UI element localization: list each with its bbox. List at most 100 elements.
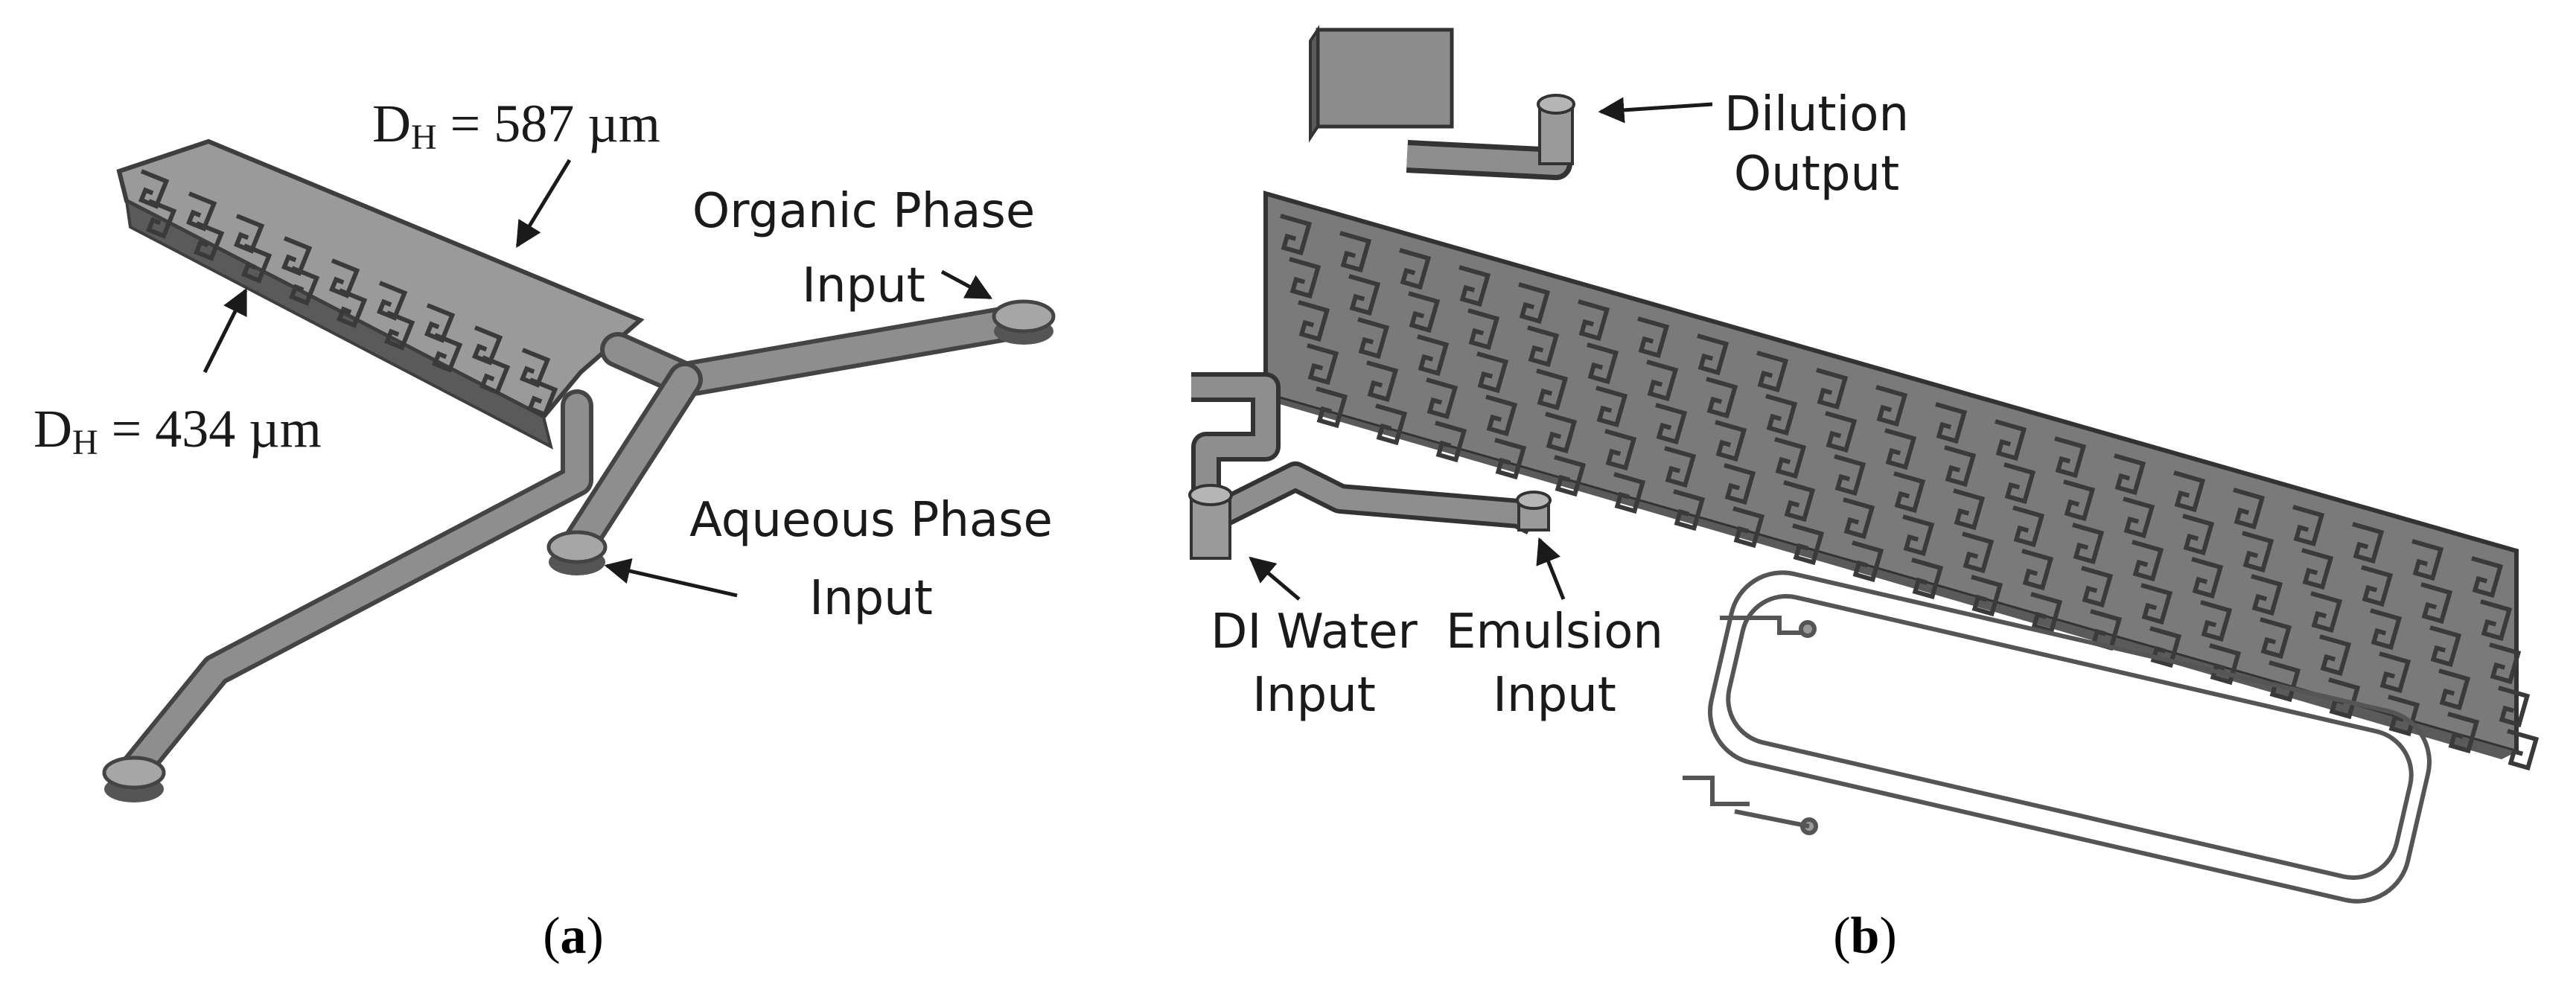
- organic-arrow: [940, 269, 993, 300]
- aqueous-label-line2: Input: [809, 571, 933, 626]
- dh-587-label: DH = 587 µm: [372, 94, 660, 157]
- mixer-b-cell: [1366, 360, 1399, 403]
- mixer-b-cell: [1527, 325, 1560, 368]
- organic-port: [992, 299, 1056, 345]
- mixer-b-cell: [1834, 454, 1866, 497]
- dh-434-arrow: [203, 287, 248, 374]
- mixer-b-cell: [2292, 505, 2325, 547]
- diwater-port: [1188, 484, 1233, 560]
- mixer-b-cell: [2209, 643, 2242, 686]
- mixer-b-cell: [2420, 582, 2453, 625]
- mixer-b-cell: [1843, 497, 1875, 540]
- mixer-b-cell: [2438, 668, 2471, 711]
- mixer-b-cell: [2063, 479, 2096, 522]
- outlet-port: [102, 756, 166, 802]
- mixer-b-cell: [1578, 299, 1610, 342]
- mixer-a-cell: [193, 221, 225, 261]
- mixer-b-cell: [2471, 556, 2504, 598]
- mixer-a-cell: [479, 355, 511, 395]
- mixer-b-cell: [1732, 506, 1765, 549]
- mixer-b-cell: [2140, 583, 2173, 625]
- mixer-b-cell: [1280, 214, 1313, 256]
- mixer-b-cell: [1545, 412, 1578, 454]
- mixer-b-cell: [1792, 523, 1825, 566]
- mixer-b-cell: [1587, 342, 1619, 385]
- mixer-b-cell: [1774, 437, 1807, 479]
- mixer-b-cell: [2242, 531, 2274, 573]
- mixer-b-cell: [2379, 651, 2411, 694]
- mixer-b-cell: [2054, 436, 2087, 479]
- mixer-b-cell: [1426, 377, 1458, 420]
- dilution-arrow: [1598, 97, 1713, 124]
- mixer-b-cell: [1962, 531, 1995, 574]
- mixer-b-cell: [2173, 470, 2206, 513]
- mixer-b-cell: [2411, 539, 2444, 581]
- mixer-b-cell: [1458, 265, 1491, 307]
- mixer-b-cell: [1339, 231, 1372, 273]
- mixer-b-cell: [1494, 438, 1527, 480]
- mixer-a-cell: [145, 199, 177, 239]
- mixer-b-cell: [1852, 540, 1884, 583]
- mixer-b-cell: [1944, 445, 1977, 488]
- mixer-b-cell: [1604, 429, 1637, 471]
- mixer-b-cell: [1485, 395, 1518, 437]
- mixer-b-cell: [1715, 420, 1747, 462]
- panel-b-mixer-pattern: [1280, 214, 2540, 771]
- mixer-b-cell: [2191, 557, 2224, 599]
- panel-a: DH = 587 µm DH = 434 µm Organic Phase In…: [34, 94, 1056, 965]
- mixer-b-cell: [1435, 421, 1467, 463]
- mixer-b-cell: [2310, 591, 2343, 633]
- dh-434-label: DH = 434 µm: [34, 399, 322, 462]
- mixer-b-cell: [1399, 248, 1432, 290]
- mixer-b-cell: [1518, 282, 1551, 325]
- mixer-b-cell: [2233, 488, 2266, 530]
- diwater-label-line1: DI Water: [1211, 604, 1418, 660]
- mixer-b-cell: [1816, 368, 1849, 410]
- mixer-b-cell: [2498, 686, 2531, 728]
- mixer-b-cell: [1646, 360, 1679, 402]
- mixer-b-cell: [1724, 463, 1756, 505]
- emulsion-port: [1516, 491, 1552, 531]
- mixer-b-cell: [1825, 411, 1858, 453]
- mixer-b-cell: [1375, 403, 1408, 446]
- mixer-b-cell: [2361, 565, 2394, 607]
- dilution-port: [1537, 94, 1575, 165]
- aqueous-port: [546, 530, 608, 575]
- mixer-b-cell: [1902, 514, 1935, 557]
- mixer-b-cell: [2319, 634, 2352, 677]
- aqueous-arrow: [604, 558, 738, 598]
- mixer-a-cell: [288, 266, 320, 306]
- mixer-b-cell: [2429, 625, 2462, 668]
- mixer-b-cell: [1971, 575, 2003, 617]
- mixer-b-cell: [1408, 291, 1441, 333]
- mixer-b-cell: [2480, 599, 2513, 642]
- mixer-b-cell: [1417, 334, 1450, 377]
- dh-587-arrow: [515, 159, 572, 248]
- mixer-b-cell: [2507, 729, 2540, 771]
- mixer-b-cell: [2200, 600, 2233, 642]
- mixer-b-cell: [1357, 317, 1390, 360]
- mixer-b-cell: [1911, 558, 1944, 600]
- mixer-b-cell: [1995, 419, 2027, 462]
- mixer-a-cell: [431, 333, 463, 373]
- mixer-b-cell: [2072, 523, 2105, 565]
- mixer-b-cell: [2388, 695, 2420, 737]
- organic-label-line2: Input: [802, 258, 925, 313]
- caption-a: (a): [543, 907, 604, 965]
- mixer-b-cell: [2149, 626, 2182, 668]
- mixer-b-cell: [1476, 351, 1509, 394]
- mixer-b-cell: [1765, 394, 1798, 436]
- mixer-b-cell: [1655, 403, 1688, 445]
- mixer-b-cell: [1893, 471, 1926, 514]
- mixer-b-cell: [1289, 257, 1322, 299]
- mixer-b-cell: [1706, 377, 1738, 419]
- mixer-b-cell: [1953, 488, 1986, 531]
- mixer-b-cell: [2489, 642, 2522, 685]
- panel-a-mixer-block: [116, 138, 645, 450]
- mixer-b-cell: [2260, 617, 2292, 660]
- emulsion-label-line2: Input: [1493, 668, 1616, 723]
- mixer-b-cell: [2021, 549, 2054, 591]
- mixer-b-cell: [2114, 453, 2146, 496]
